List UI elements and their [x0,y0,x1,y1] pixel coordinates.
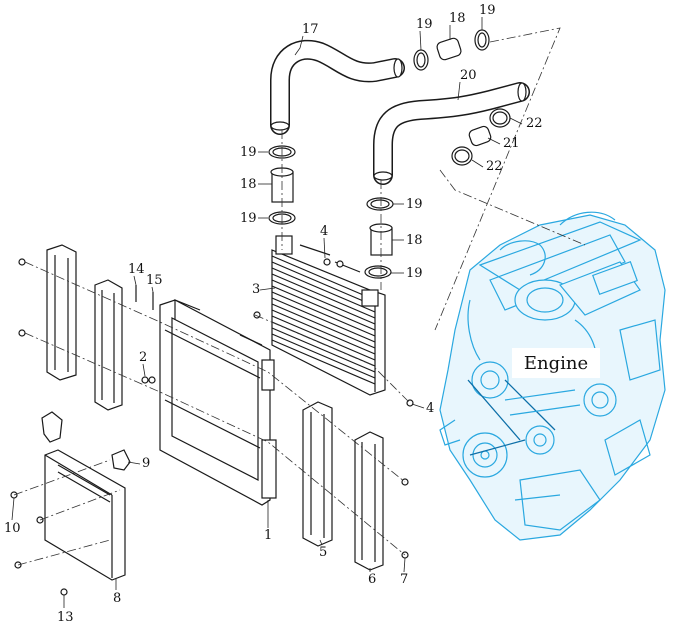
callout-7: 7 [400,572,408,587]
callout-19: 19 [479,3,496,18]
assembly-lines [13,130,411,566]
hose-20 [373,82,530,185]
callout-17: 17 [302,22,319,37]
callout-18: 18 [449,11,466,26]
callout-19: 19 [240,145,257,160]
seal-panel-left-outer [46,244,77,381]
callout-18: 18 [406,233,423,248]
right-coupler-stack [364,197,394,279]
callout-21: 21 [503,136,520,151]
engine-illustration: Engine [439,211,666,541]
radiator-frame [159,299,277,506]
hose-17 [270,39,405,135]
callout-20: 20 [460,68,477,83]
seal-panel-left-inner [94,279,123,411]
callout-22: 22 [486,159,503,174]
callout-19: 19 [406,266,423,281]
callout-18: 18 [240,177,257,192]
callout-1: 1 [264,528,272,543]
callout-13: 13 [57,610,74,625]
callout-4: 4 [320,224,328,239]
callout-6: 6 [368,572,376,587]
callout-19: 19 [406,197,423,212]
right-coupler-set [451,108,511,166]
callout-19: 19 [240,211,257,226]
callout-4: 4 [426,401,434,416]
oil-cooler [41,411,131,581]
callout-5: 5 [319,545,327,560]
top-coupler-set [413,29,490,71]
engine-label: Engine [524,353,588,374]
seal-panel-5 [302,401,333,547]
callout-22: 22 [526,116,543,131]
seal-panel-6 [354,431,384,571]
callout-10: 10 [4,521,21,536]
callout-9: 9 [142,456,150,471]
callout-2: 2 [139,350,147,365]
callout-8: 8 [113,591,121,606]
callout-3: 3 [252,282,260,297]
callout-15: 15 [146,273,163,288]
leader-lines [11,17,523,608]
callout-14: 14 [128,262,145,277]
callout-19: 19 [416,17,433,32]
